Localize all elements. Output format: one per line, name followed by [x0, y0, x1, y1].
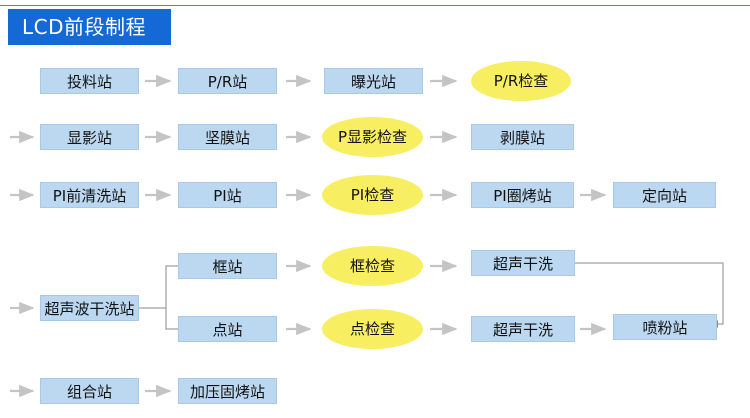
branch-connector — [165, 308, 178, 330]
node-jiaya: 加压固烤站 — [178, 378, 277, 404]
node-touliao: 投料站 — [40, 68, 139, 94]
node-chaosheng-2: 超声干洗 — [471, 316, 575, 342]
node-penfen: 喷粉站 — [613, 314, 717, 340]
node-dingxiang: 定向站 — [613, 182, 716, 208]
node-chaosheng-bo: 超声波干洗站 — [40, 295, 139, 321]
node-pi-qianqingxi: PI前清洗站 — [40, 182, 139, 208]
node-pr-check: P/R检查 — [471, 61, 571, 101]
node-dian-check: 点检查 — [322, 309, 423, 349]
branch-connector — [139, 265, 178, 309]
node-kuang-check: 框检查 — [322, 246, 423, 286]
node-pr: P/R站 — [178, 68, 277, 94]
node-zuhe: 组合站 — [40, 378, 139, 404]
node-xianying: 显影站 — [40, 124, 139, 150]
node-pi: PI站 — [178, 182, 277, 208]
page-title: LCD前段制程 — [8, 9, 171, 45]
node-pi-check: PI检查 — [322, 175, 423, 215]
node-pi-quankao: PI圈烤站 — [471, 182, 574, 208]
node-kuang: 框站 — [178, 253, 277, 279]
loop-connector — [575, 262, 724, 325]
node-dian: 点站 — [178, 316, 277, 342]
node-chaosheng-1: 超声干洗 — [471, 250, 575, 276]
node-jianmo: 坚膜站 — [178, 124, 277, 150]
node-baoguang: 曝光站 — [324, 68, 423, 94]
node-p-xianying-check: P显影检查 — [322, 117, 423, 157]
top-rule — [0, 5, 750, 6]
node-boomo: 剥膜站 — [471, 124, 574, 150]
